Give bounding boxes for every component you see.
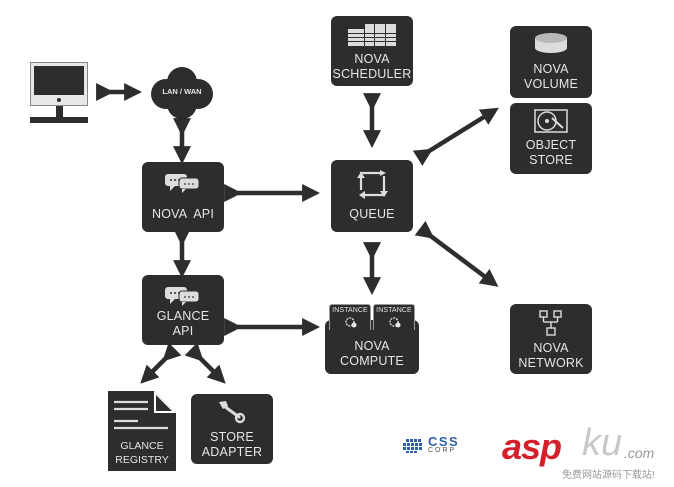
chat-bubbles-icon [165, 174, 200, 193]
csscorp-logo: CSS CORP [401, 434, 476, 456]
aspku-watermark: asp ku .com 免费网站源码下载站! [502, 422, 674, 484]
globe-grid-icon [403, 439, 422, 453]
computer-monitor-icon [30, 62, 90, 124]
arrow-glance-api-registry [140, 342, 182, 384]
store-adapter-label-1: STORE [210, 430, 254, 444]
arrow-queue-volume [412, 107, 499, 166]
queue-label: QUEUE [349, 207, 395, 221]
glance-registry-node[interactable]: GLANCE REGISTRY [108, 391, 176, 471]
document-icon [108, 391, 176, 471]
nova-volume-label-1: NOVA [533, 62, 569, 76]
glance-registry-label-2: REGISTRY [115, 454, 169, 466]
object-store-label-2: STORE [529, 153, 573, 167]
table-icon [348, 24, 396, 46]
nova-volume-label-2: VOLUME [524, 77, 578, 91]
gear-icon [389, 317, 401, 328]
store-adapter-label-2: ADAPTER [201, 445, 263, 459]
aspku-tagline: 免费网站源码下载站! [562, 470, 655, 481]
aspku-asp-text: asp [502, 426, 562, 467]
network-icon [539, 310, 562, 336]
store-adapter-node[interactable]: STORE ADAPTER [191, 394, 273, 464]
wrench-icon [219, 401, 246, 424]
nova-scheduler-node[interactable]: NOVA SCHEDULER [331, 16, 413, 86]
nova-scheduler-label-2: SCHEDULER [332, 67, 412, 81]
chat-bubbles-icon [165, 287, 200, 306]
glance-api-label-2: API [172, 324, 194, 338]
nova-compute-label-1: NOVA [354, 339, 390, 353]
arrow-glance-api-adapter [184, 342, 226, 384]
nova-scheduler-label-1: NOVA [354, 52, 390, 66]
hard-drive-icon [534, 109, 568, 133]
nova-compute-label-2: COMPUTE [340, 354, 404, 368]
nova-network-label-2: NETWORK [518, 356, 584, 370]
nova-api-node[interactable]: NOVA API [142, 162, 224, 232]
object-store-label-1: OBJECT [525, 138, 577, 152]
aspku-dotcom-text: .com [624, 445, 655, 461]
nova-network-label-1: NOVA [533, 341, 569, 355]
instance-label-2: INSTANCE [376, 307, 412, 314]
gear-icon [345, 317, 357, 328]
nova-volume-node[interactable]: NOVA VOLUME [510, 26, 592, 98]
instance-tile-1[interactable]: INSTANCE [329, 304, 371, 330]
glance-registry-label-1: GLANCE [120, 440, 164, 452]
object-store-node[interactable]: OBJECT STORE [510, 103, 592, 174]
instance-tile-2[interactable]: INSTANCE [373, 304, 415, 330]
aspku-ku-text: ku [582, 422, 623, 464]
glance-api-label-1: GLANCE [156, 309, 210, 323]
cycle-arrows-icon [357, 170, 388, 199]
csscorp-corp-text: CORP [428, 447, 457, 454]
nova-api-label: NOVA API [151, 207, 214, 221]
csscorp-css-text: CSS [428, 434, 460, 449]
lan-wan-cloud: LAN / WAN [150, 62, 214, 122]
arrow-queue-network [414, 220, 499, 287]
cloud-label: LAN / WAN [162, 87, 202, 96]
disk-volume-icon [535, 33, 567, 53]
glance-api-node[interactable]: GLANCE API [142, 275, 224, 345]
nova-network-node[interactable]: NOVA NETWORK [510, 304, 592, 374]
queue-node[interactable]: QUEUE [331, 160, 413, 232]
cloud-icon [151, 67, 213, 119]
instance-label-1: INSTANCE [332, 307, 368, 314]
nova-compute-node[interactable]: INSTANCE INSTANCE NOVA COMPUTE [325, 304, 419, 374]
